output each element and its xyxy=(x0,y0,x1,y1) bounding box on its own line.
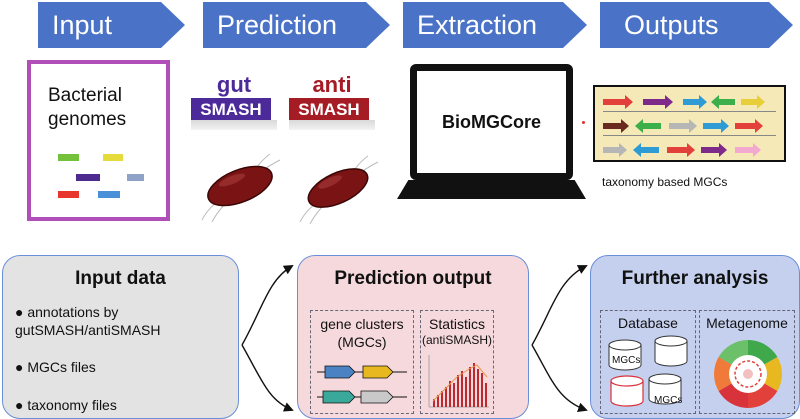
gene-cluster-arrows-icon xyxy=(317,365,407,404)
input-bullet-annotations: ● annotations by gutSMASH/antiSMASH xyxy=(15,304,161,338)
statistics-label: Statistics (antiSMASH) xyxy=(421,316,492,347)
antismash-logo: anti SMASH xyxy=(289,68,375,130)
stage-outputs-label: Outputs xyxy=(624,9,719,40)
antismash-logo-bar: SMASH xyxy=(289,98,369,122)
input-bullet-mgcs-files: ● MGCs files xyxy=(15,359,96,375)
stage-input-label: Input xyxy=(52,9,113,40)
prediction-output-box: Prediction output gene clusters (MGCs) S… xyxy=(297,255,529,419)
genome-segment-icon xyxy=(58,191,79,198)
gutsmash-logo-top: gut xyxy=(216,72,252,97)
antismash-logo-top: anti xyxy=(312,72,352,97)
further-analysis-box: Further analysis Database MGCs MGCs Meta… xyxy=(590,255,800,419)
mgcs-db-label-2: MGCs xyxy=(654,395,683,406)
database-panel: Database MGCs MGCs xyxy=(600,310,696,414)
stage-prediction-banner: Prediction xyxy=(203,2,390,48)
input-data-box: Input data ● annotations by gutSMASH/ant… xyxy=(2,255,239,419)
gutsmash-logo: gut SMASH xyxy=(191,68,277,130)
stage-extraction-banner: Extraction xyxy=(403,2,587,48)
arrow-to-further-top xyxy=(531,265,588,346)
antismash-logo-shadow xyxy=(289,120,375,130)
biomgcore-label: BioMGCore xyxy=(417,71,566,173)
gene-clusters-panel: gene clusters (MGCs) xyxy=(310,310,414,414)
stage-outputs-banner: Outputs xyxy=(600,2,793,48)
further-analysis-title: Further analysis xyxy=(621,268,769,289)
genome-segment-icon xyxy=(98,191,120,198)
input-data-title: Input data xyxy=(75,268,166,289)
laptop-base xyxy=(397,180,586,199)
gutsmash-logo-shadow xyxy=(191,120,277,130)
genome-segment-icon xyxy=(76,174,100,181)
prediction-output-title: Prediction output xyxy=(334,268,492,289)
bacterium-icon xyxy=(201,153,281,223)
metagenome-circle-icon xyxy=(714,340,782,408)
bacterium-icon xyxy=(299,155,379,225)
stage-prediction-label: Prediction xyxy=(217,9,338,40)
gene-arrows-icon xyxy=(603,95,765,157)
statistics-panel: Statistics (antiSMASH) xyxy=(420,310,494,414)
red-dot-icon xyxy=(582,121,585,124)
stage-extraction-label: Extraction xyxy=(417,9,538,40)
genome-segment-icon xyxy=(127,174,144,181)
genome-segment-icon xyxy=(58,154,79,161)
taxonomy-mgc-strip xyxy=(593,85,786,162)
metagenome-label: Metagenome xyxy=(706,315,788,331)
strip-divider xyxy=(603,111,776,112)
taxonomy-mgcs-caption: taxonomy based MGCs xyxy=(602,175,728,189)
arrow-to-prediction-bottom xyxy=(241,344,294,412)
mgcs-db-label-1: MGCs xyxy=(612,355,641,366)
statistics-bar-chart-icon xyxy=(428,355,489,408)
arrow-to-further-bottom xyxy=(531,344,588,412)
database-cylinders-icon xyxy=(608,335,688,407)
laptop-screen: BioMGCore xyxy=(410,64,573,180)
database-label: Database xyxy=(618,315,678,331)
stage-input-banner: Input xyxy=(38,2,185,48)
bacterial-genomes-text: Bacterial genomes xyxy=(48,85,127,130)
bacterial-genomes-card: Bacterial genomes xyxy=(27,60,170,221)
metagenome-panel: Metagenome xyxy=(699,310,795,414)
arrow-to-prediction-top xyxy=(241,265,294,346)
input-bullet-taxonomy-files: ● taxonomy files xyxy=(15,397,117,413)
gutsmash-logo-bar: SMASH xyxy=(191,98,271,122)
genome-segment-icon xyxy=(103,154,123,161)
gene-clusters-label: gene clusters (MGCs) xyxy=(320,316,404,350)
strip-divider xyxy=(603,135,776,136)
